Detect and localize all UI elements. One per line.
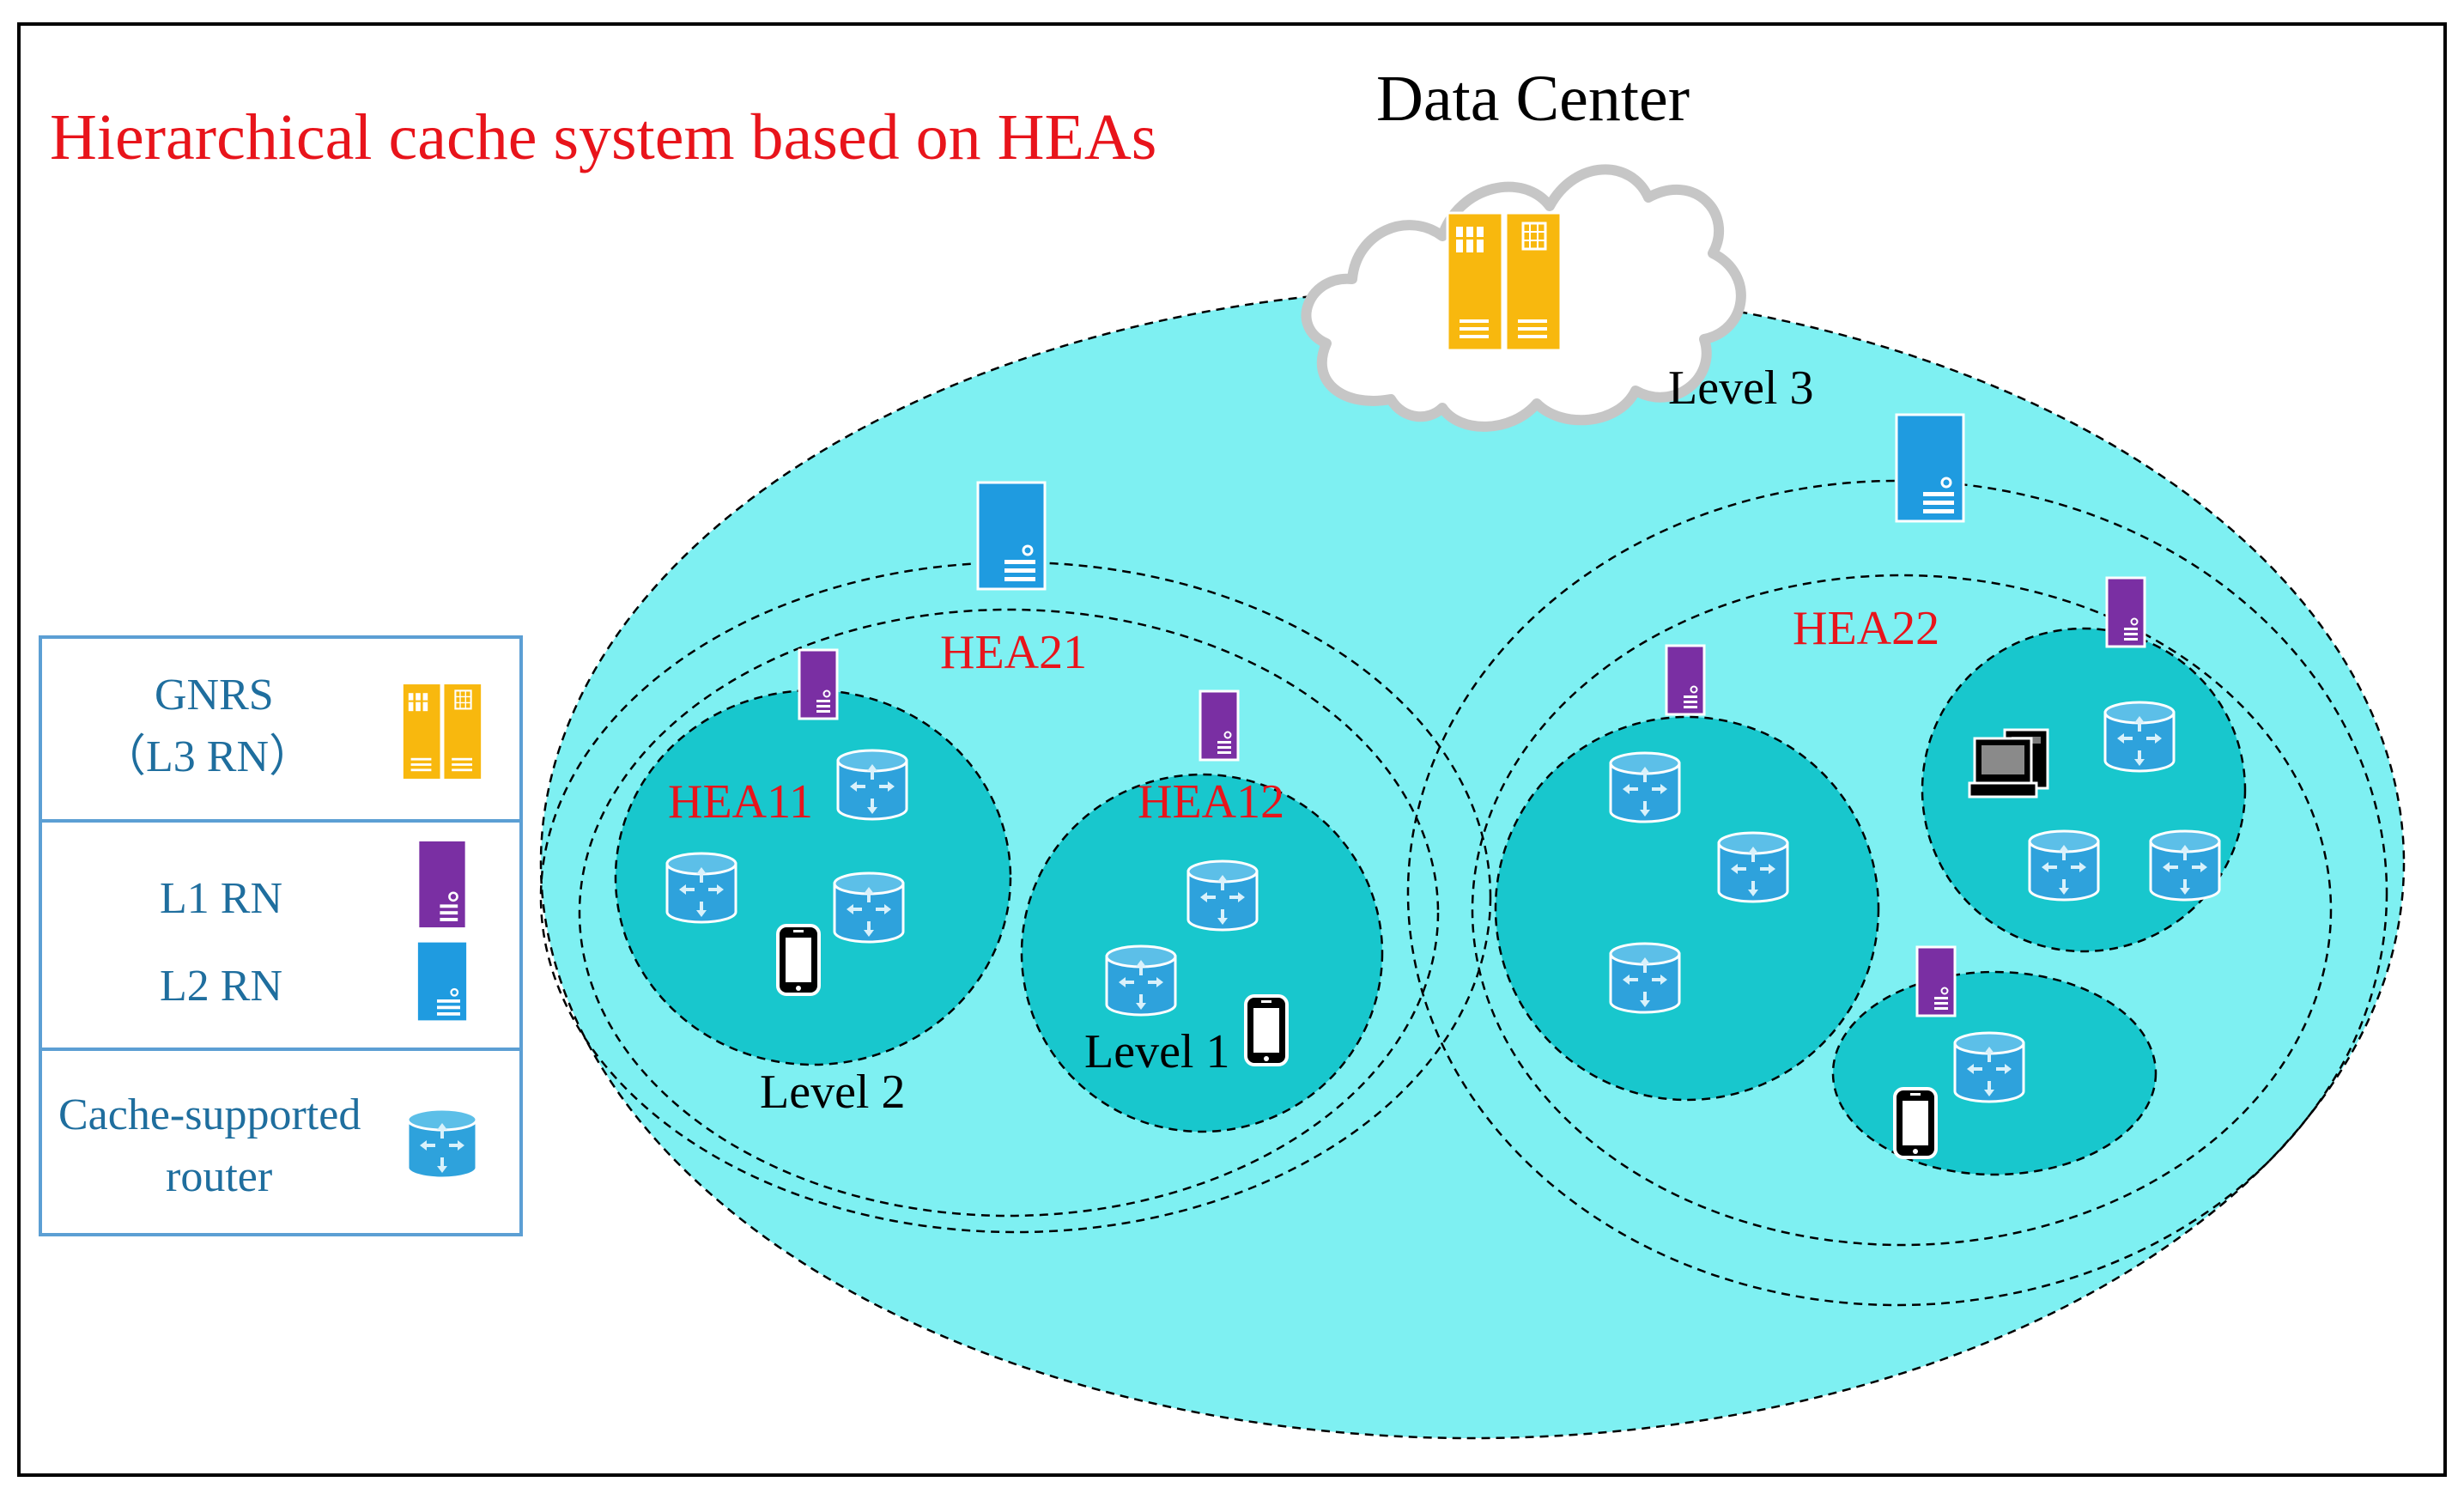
router-icon — [1717, 831, 1789, 903]
legend-router-icon — [406, 1108, 478, 1180]
legend-l2-rn-server-icon — [416, 940, 469, 1023]
l1-rn-server-icon — [2105, 576, 2146, 648]
hea12-label: HEA12 — [1138, 775, 1284, 829]
router-icon — [1609, 942, 1681, 1014]
router-icon — [1105, 944, 1177, 1017]
router-icon — [1609, 751, 1681, 823]
hea21-label: HEA21 — [940, 626, 1087, 679]
router-icon — [1953, 1031, 2025, 1103]
router-icon — [833, 871, 905, 944]
legend-gnrs-sublabel: （L3 RN） — [101, 732, 313, 781]
hea22-sub-region-left — [1494, 715, 1880, 1102]
legend: GNRS （L3 RN） L1 RN L2 RN Cache-supported… — [39, 635, 523, 1236]
hea11-label: HEA11 — [668, 775, 813, 829]
l2-rn-server-icon — [976, 481, 1047, 591]
legend-gnrs-label: GNRS — [155, 671, 274, 720]
router-icon — [665, 852, 737, 924]
hea21-region-outer — [539, 561, 1492, 1234]
legend-router-label: Cache-supported — [58, 1090, 361, 1139]
desktop-computer-icon — [1968, 728, 2049, 799]
router-icon — [2103, 701, 2176, 773]
legend-l1rn-label: L1 RN — [160, 874, 282, 923]
l1-rn-server-icon — [1915, 945, 1957, 1017]
phone-icon — [1244, 994, 1289, 1066]
data-center-label: Data Center — [1376, 63, 1690, 135]
router-icon — [836, 749, 908, 821]
hea22-region-inner — [1471, 574, 2333, 1247]
hea12-region — [1020, 773, 1384, 1133]
hea21-region-inner — [578, 608, 1440, 1218]
diagram-title: Hierarchical cache system based on HEAs — [50, 101, 1156, 173]
legend-l1-rn-server-icon — [416, 838, 469, 931]
l2-rn-server-icon — [1895, 413, 1965, 523]
hea22-label: HEA22 — [1793, 602, 1939, 655]
l1-rn-server-icon — [1665, 644, 1706, 716]
legend-l2rn-label: L2 RN — [160, 962, 282, 1011]
level1-label: Level 1 — [1084, 1025, 1229, 1078]
l1-rn-server-icon — [1199, 689, 1240, 762]
hea22-region-outer — [1406, 479, 2388, 1307]
router-icon — [1186, 859, 1259, 932]
router-icon — [2149, 829, 2221, 902]
l1-rn-server-icon — [798, 648, 839, 720]
legend-router-sublabel: router — [166, 1152, 272, 1201]
phone-icon — [776, 924, 821, 996]
phone-icon — [1893, 1087, 1938, 1159]
level2-label: Level 2 — [760, 1066, 905, 1119]
level3-label: Level 3 — [1668, 361, 1813, 415]
router-icon — [2028, 829, 2100, 902]
